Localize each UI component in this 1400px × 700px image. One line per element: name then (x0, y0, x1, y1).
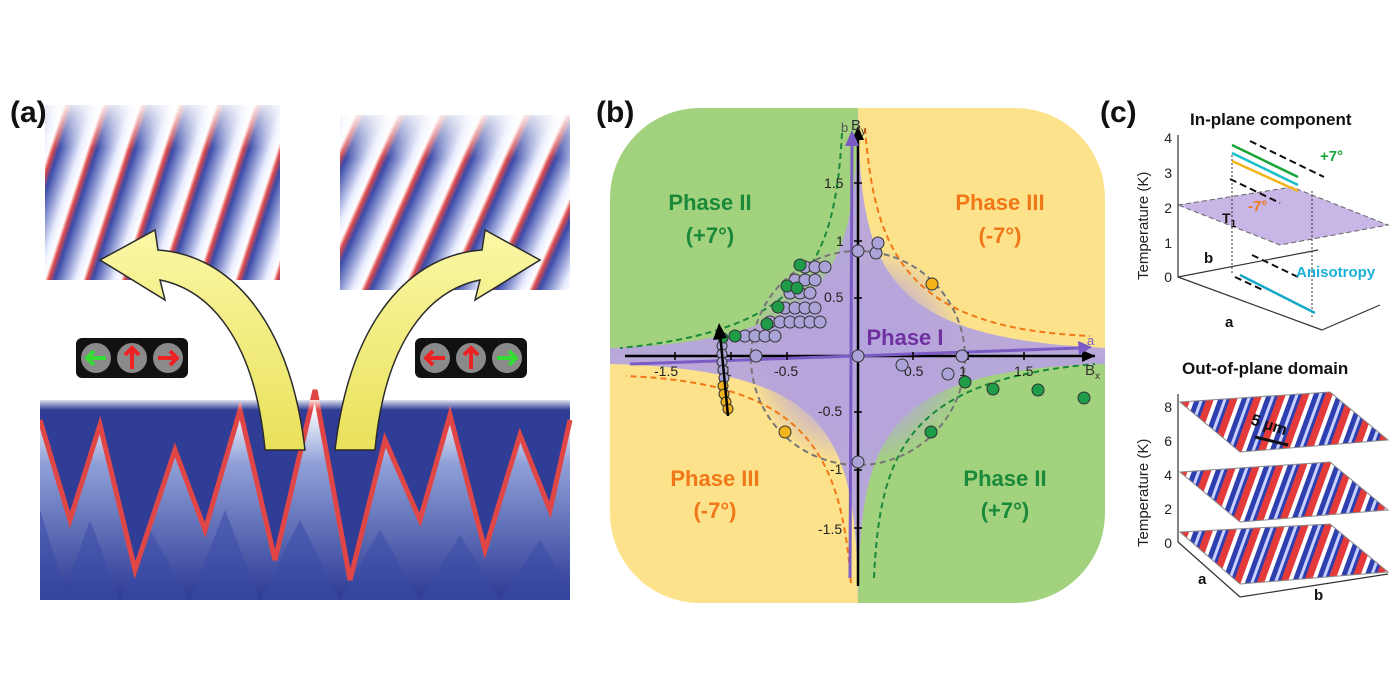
y-tick: -1.5 (818, 521, 842, 537)
minus7-label: -7° (1248, 198, 1267, 215)
panel-b-label: (b) (596, 96, 635, 129)
phase-iii-left-title: Phase III (670, 466, 759, 491)
signal-left-left-arrow-icon (81, 343, 111, 373)
yellow-split-arrow (98, 228, 542, 451)
orange-boundary-bottom-left (625, 375, 852, 584)
signal-right-right-arrow-icon (492, 343, 522, 373)
stripe-block-top-left (45, 105, 280, 280)
svg-text:2: 2 (1164, 501, 1172, 517)
phase-ii-right-angle: (+7°) (981, 498, 1030, 523)
phase-ii-right-title: Phase II (963, 466, 1046, 491)
axis-a-label: a (1225, 314, 1234, 331)
axis-x-label: Bx (1085, 362, 1100, 382)
y-tick: 1 (836, 233, 844, 249)
x-tick: -1.5 (654, 363, 678, 379)
top-title: In-plane component (1190, 110, 1352, 129)
svg-text:3: 3 (1164, 165, 1172, 181)
svg-text:0: 0 (1164, 535, 1172, 551)
svg-text:2: 2 (1164, 200, 1172, 216)
green-boundary-bottom-right (873, 363, 1096, 579)
x-tick: -0.5 (774, 363, 798, 379)
signal-right-left-arrow-icon (420, 343, 450, 373)
svg-text:1: 1 (1164, 235, 1172, 251)
panel-c-label: (c) (1100, 96, 1137, 129)
signal-right (415, 338, 527, 378)
signal-right-up-arrow-icon (456, 343, 486, 373)
domain-layer-top (1178, 391, 1390, 453)
y-tick: 0.5 (824, 289, 844, 305)
t1-plane (1176, 186, 1390, 246)
bottom-title: Out-of-plane domain (1182, 359, 1348, 378)
domain-layer-bottom (1178, 523, 1390, 585)
svg-text:8: 8 (1164, 399, 1172, 415)
y-tick: -0.5 (818, 403, 842, 419)
phase-ii-left-angle: (+7°) (686, 223, 735, 248)
panel-a-figure (40, 105, 573, 600)
orange-boundary-top-right (864, 127, 1091, 337)
bottom-axis-a-label: a (1198, 571, 1207, 588)
bottom-axis-b-label: b (1314, 587, 1323, 602)
svg-text:6: 6 (1164, 433, 1172, 449)
signal-left-right-arrow-icon (153, 343, 183, 373)
domain-layer-middle (1178, 461, 1390, 523)
scale-bar (1254, 435, 1289, 447)
axis-y-label: By (851, 117, 866, 137)
phase-ii-left-title: Phase II (668, 190, 751, 215)
t1-label: T1 (1222, 210, 1237, 230)
phase-i-label: Phase I (866, 325, 943, 350)
svg-text:4: 4 (1164, 467, 1172, 483)
svg-text:0: 0 (1164, 269, 1172, 285)
plus7-label: +7° (1320, 148, 1343, 165)
phase-iii-right-angle: (-7°) (978, 223, 1021, 248)
y-tick: 1.5 (824, 175, 844, 191)
x-tick: 0.5 (904, 363, 924, 379)
signal-left (76, 338, 188, 378)
top-ylabel: Temperature (K) (1135, 172, 1152, 280)
bottom-ylabel: Temperature (K) (1135, 439, 1152, 547)
signal-left-up-arrow-icon (117, 343, 147, 373)
out-of-plane-domain-figure: Out-of-plane domain Temperature (K) 8 6 … (1135, 359, 1390, 602)
axis-b-label: b (1204, 250, 1213, 267)
x-tick: 1.5 (1014, 363, 1034, 379)
panel-a-label: (a) (10, 96, 47, 129)
phase-diagram: a b Bx By -1.5 -1 -0.5 0.5 1 1.5 1.5 1 0… (610, 108, 1105, 603)
zigzag-block-bottom (40, 389, 573, 600)
axis-b-label: b (841, 120, 848, 135)
x-tick: 1 (959, 363, 967, 379)
in-plane-component-figure: In-plane component Temperature (K) 4 3 2… (1135, 110, 1390, 331)
anisotropy-label: Anisotropy (1296, 264, 1376, 281)
phase-iii-left-angle: (-7°) (693, 498, 736, 523)
svg-text:4: 4 (1164, 130, 1172, 146)
axis-a-label: a (1087, 333, 1095, 348)
phase-iii-right-title: Phase III (955, 190, 1044, 215)
y-tick: -1 (830, 461, 843, 477)
